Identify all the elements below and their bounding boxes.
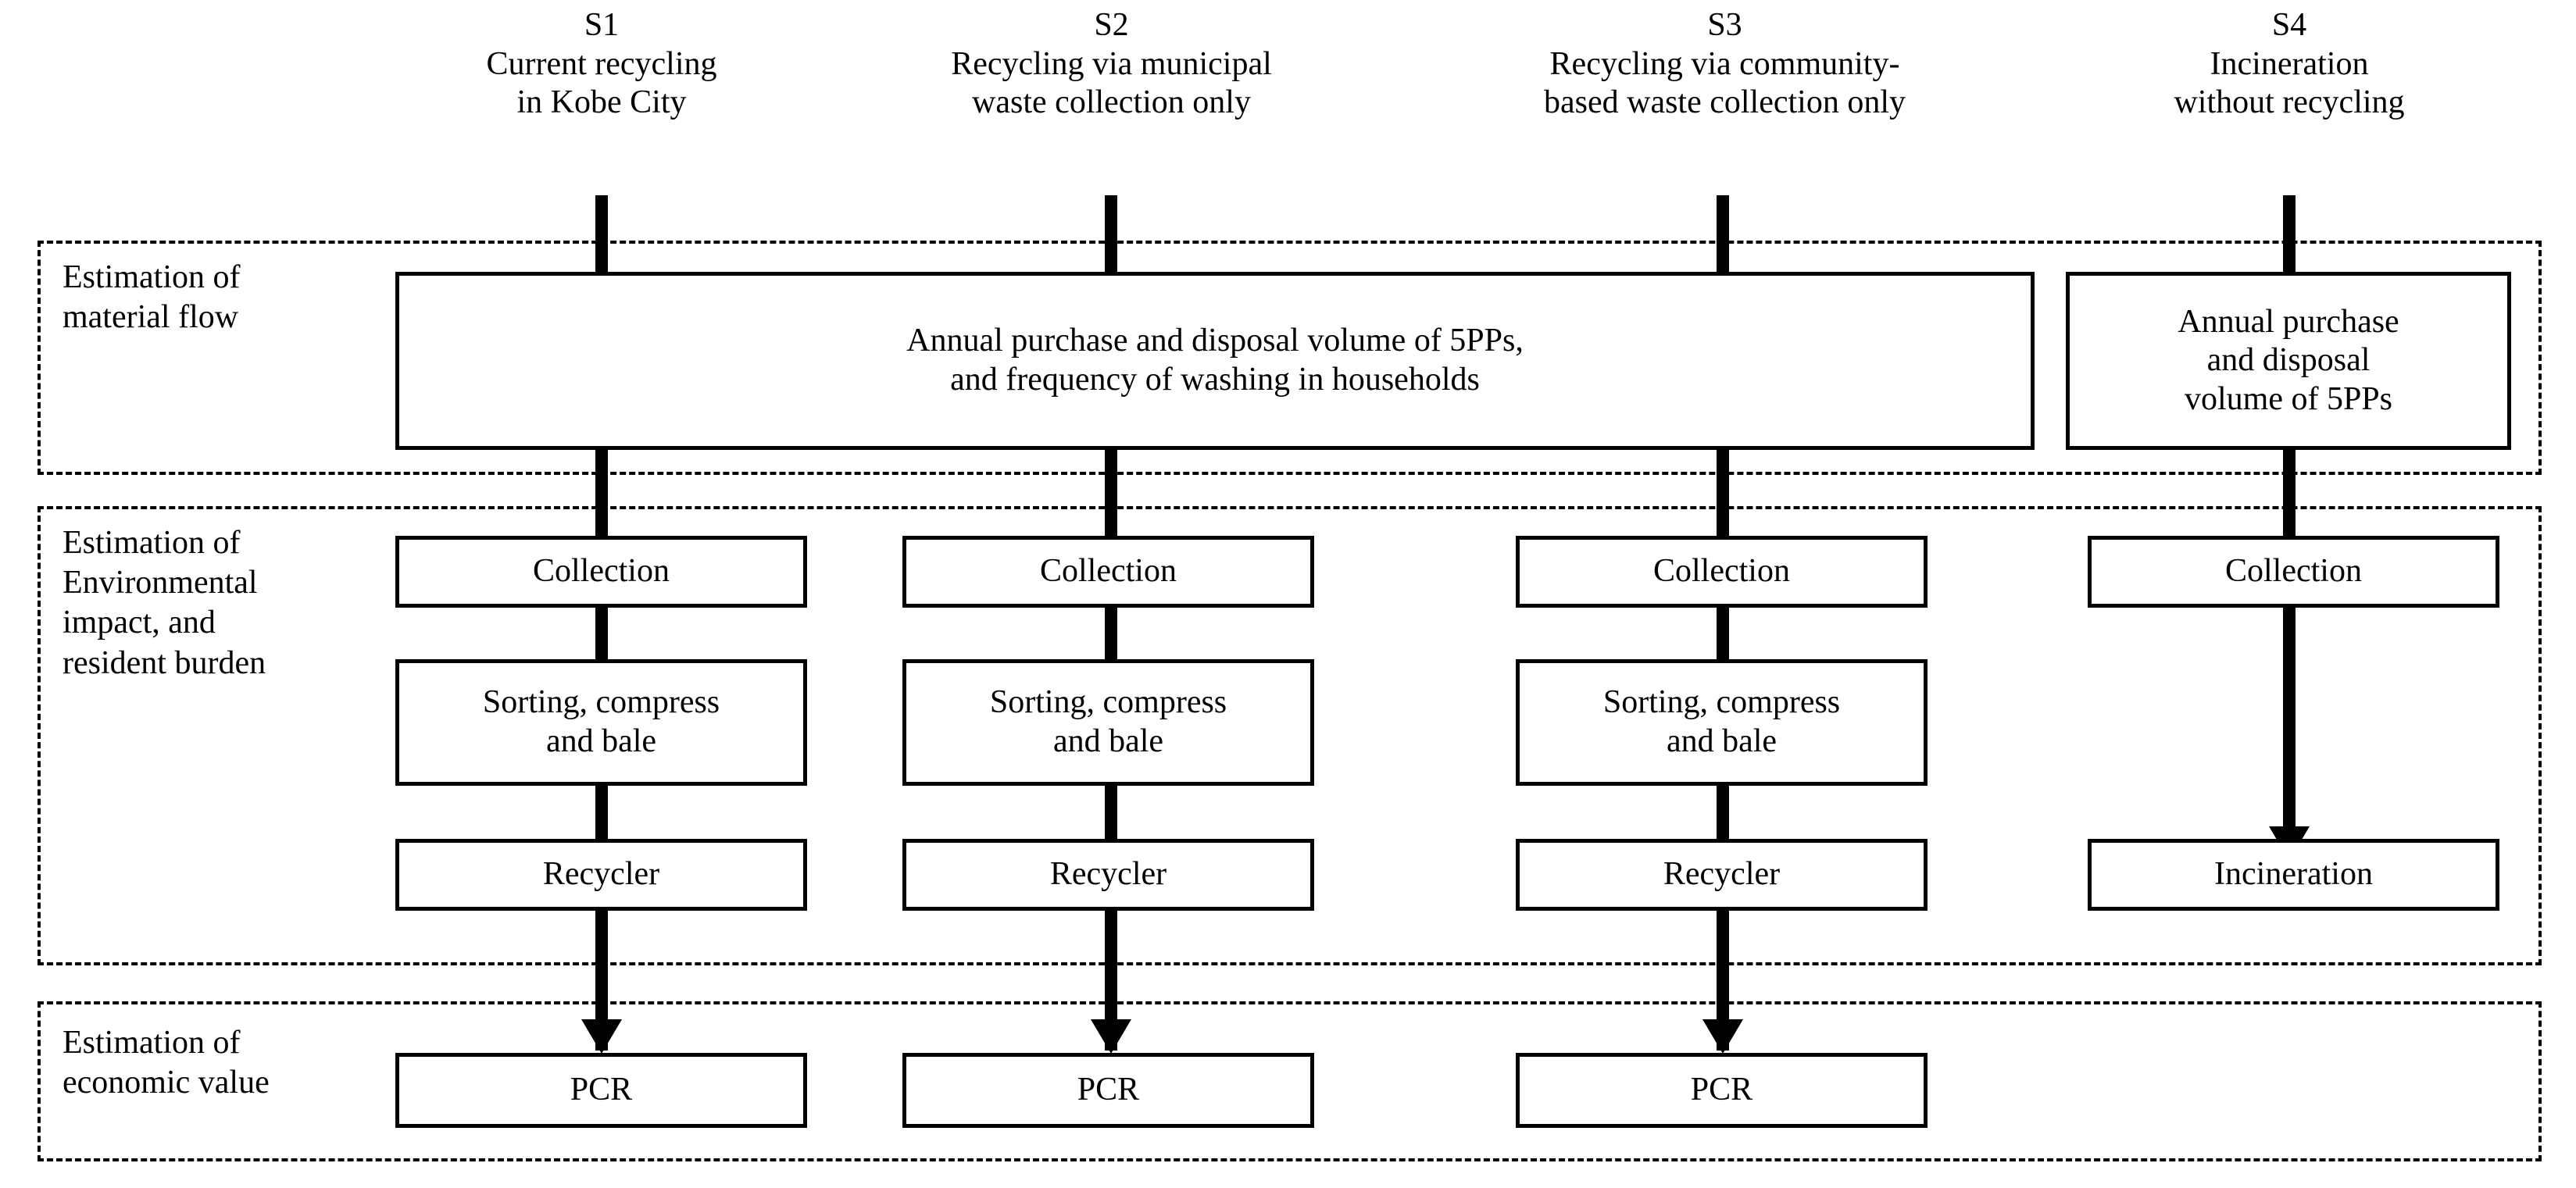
box-s4-incineration: Incineration (2088, 839, 2499, 911)
box-s3-pcr: PCR (1516, 1053, 1928, 1128)
box-s3-collection: Collection (1516, 536, 1928, 608)
band-label-environmental-impact: Estimation of Environmental impact, and … (63, 523, 398, 683)
box-s4-collection-label: Collection (2225, 553, 2362, 590)
box-s3-collection-label: Collection (1653, 553, 1790, 590)
band-economic-value (38, 1001, 2542, 1161)
connector-s1-collection-to-sorting (595, 603, 608, 664)
box-s4-material-flow-line3: volume of 5PPs (2184, 380, 2393, 417)
scenario-header-s2: S2 Recycling via municipal waste collect… (899, 6, 1324, 123)
box-s2-pcr: PCR (902, 1053, 1314, 1128)
connector-s4-header-to-material (2283, 195, 2296, 281)
connector-s1-recycler-to-pcr (595, 906, 608, 1051)
scenario-desc-s1-line2: in Kobe City (516, 84, 687, 121)
band-label-economic-value-line2: economic value (63, 1065, 270, 1101)
scenario-header-s3: S3 Recycling via community- based waste … (1473, 6, 1977, 123)
box-s3-recycler: Recycler (1516, 839, 1928, 911)
box-s1-sorting-line2: and bale (545, 723, 657, 759)
box-s2-collection: Collection (902, 536, 1314, 608)
box-shared-material-flow-line1: Annual purchase and disposal volume of 5… (906, 323, 1524, 359)
connector-s3-sorting-to-recycler (1717, 781, 1729, 844)
box-s2-recycler-label: Recycler (1049, 856, 1167, 893)
connector-s2-recycler-to-pcr (1105, 906, 1117, 1051)
band-label-economic-value: Estimation of economic value (63, 1023, 398, 1103)
box-shared-material-flow: Annual purchase and disposal volume of 5… (395, 272, 2035, 450)
box-s4-collection: Collection (2088, 536, 2499, 608)
box-s1-collection: Collection (395, 536, 807, 608)
box-s4-incineration-label: Incineration (2214, 856, 2373, 893)
band-material-flow (38, 241, 2542, 475)
scenario-id-s3: S3 (1707, 7, 1742, 43)
arrowhead-s2-pcr (1091, 1019, 1131, 1054)
box-s2-collection-label: Collection (1040, 553, 1177, 590)
connector-s2-header-to-material (1105, 195, 1117, 281)
box-s3-sorting-line1: Sorting, compress (1602, 684, 1841, 721)
scenario-desc-s2-line1: Recycling via municipal (951, 45, 1272, 82)
band-environmental-impact (38, 506, 2542, 965)
connector-s3-collection-to-sorting (1717, 603, 1729, 664)
scenario-header-s1: S1 Current recycling in Kobe City (406, 6, 797, 123)
connector-s1-material-to-collection (595, 445, 608, 539)
arrowhead-s1-pcr (581, 1019, 622, 1054)
box-s4-material-flow-line1: Annual purchase (2178, 303, 2399, 340)
scenario-desc-s3-line2: based waste collection only (1543, 84, 1906, 121)
box-s4-material-flow-line2: and disposal (2206, 342, 2371, 379)
band-label-economic-value-line1: Estimation of (63, 1025, 241, 1061)
box-s1-collection-label: Collection (533, 553, 670, 590)
scenario-desc-s3-line1: Recycling via community- (1549, 45, 1900, 82)
connector-s1-sorting-to-recycler (595, 781, 608, 844)
box-s1-recycler: Recycler (395, 839, 807, 911)
box-s1-sorting: Sorting, compress and bale (395, 659, 807, 786)
connector-s3-recycler-to-pcr (1717, 906, 1729, 1051)
box-s2-pcr-label: PCR (1077, 1072, 1140, 1108)
box-s2-sorting-line2: and bale (1052, 723, 1164, 759)
connector-s3-header-to-material (1717, 195, 1729, 281)
band-label-environmental-impact-line4: resident burden (63, 644, 266, 681)
scenario-desc-s2-line2: waste collection only (972, 84, 1251, 121)
box-shared-material-flow-line2: and frequency of washing in households (950, 362, 1480, 398)
connector-s4-material-to-collection (2283, 445, 2296, 539)
connector-s2-material-to-collection (1105, 445, 1117, 539)
box-s1-pcr-label: PCR (570, 1072, 633, 1108)
box-s4-material-flow: Annual purchase and disposal volume of 5… (2066, 272, 2511, 450)
box-s1-pcr: PCR (395, 1053, 807, 1128)
scenario-header-s4: S4 Incineration without recycling (2063, 6, 2516, 123)
box-s3-recycler-label: Recycler (1663, 856, 1781, 893)
connector-s2-collection-to-sorting (1105, 603, 1117, 664)
band-label-environmental-impact-line1: Estimation of (63, 525, 241, 561)
band-label-material-flow: Estimation of material flow (63, 258, 391, 337)
scenario-id-s2: S2 (1094, 7, 1129, 43)
box-s1-sorting-line1: Sorting, compress (482, 684, 720, 721)
scenario-id-s1: S1 (584, 7, 620, 43)
band-label-environmental-impact-line2: Environmental (63, 565, 258, 601)
band-label-environmental-impact-line3: impact, and (63, 605, 216, 641)
box-s2-sorting: Sorting, compress and bale (902, 659, 1314, 786)
connector-s1-header-to-material (595, 195, 608, 281)
connector-s3-material-to-collection (1717, 445, 1729, 539)
band-label-material-flow-line2: material flow (63, 299, 239, 336)
box-s2-recycler: Recycler (902, 839, 1314, 911)
box-s1-recycler-label: Recycler (542, 856, 660, 893)
arrowhead-s3-pcr (1702, 1019, 1743, 1054)
scenario-desc-s1-line1: Current recycling (486, 45, 717, 82)
box-s3-pcr-label: PCR (1690, 1072, 1753, 1108)
scenario-id-s4: S4 (2271, 7, 2307, 43)
box-s2-sorting-line1: Sorting, compress (989, 684, 1227, 721)
box-s3-sorting-line2: and bale (1666, 723, 1777, 759)
box-s3-sorting: Sorting, compress and bale (1516, 659, 1928, 786)
scenario-desc-s4-line2: without recycling (2174, 84, 2405, 121)
band-label-material-flow-line1: Estimation of (63, 259, 241, 295)
connector-s2-sorting-to-recycler (1105, 781, 1117, 844)
connector-s4-collection-to-incineration (2283, 603, 2296, 837)
scenario-desc-s4-line1: Incineration (2210, 45, 2369, 82)
